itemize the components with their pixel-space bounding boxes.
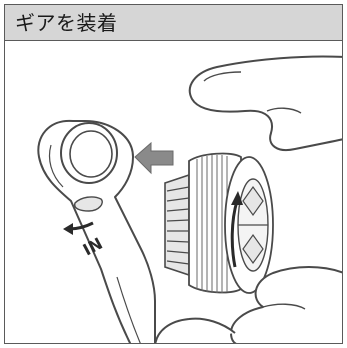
lower-hand-icon <box>154 266 342 343</box>
panel-title: ギアを装着 <box>15 11 118 35</box>
panel-header: ギアを装着 <box>5 5 342 41</box>
instruction-illustration: IN <box>37 55 342 343</box>
upper-hand-icon <box>188 55 342 151</box>
wrench-icon: IN <box>37 119 157 343</box>
instruction-panel: ギアを装着 IN <box>4 4 343 344</box>
gear-cartridge-icon <box>164 152 274 294</box>
insert-arrow-icon <box>134 141 174 175</box>
